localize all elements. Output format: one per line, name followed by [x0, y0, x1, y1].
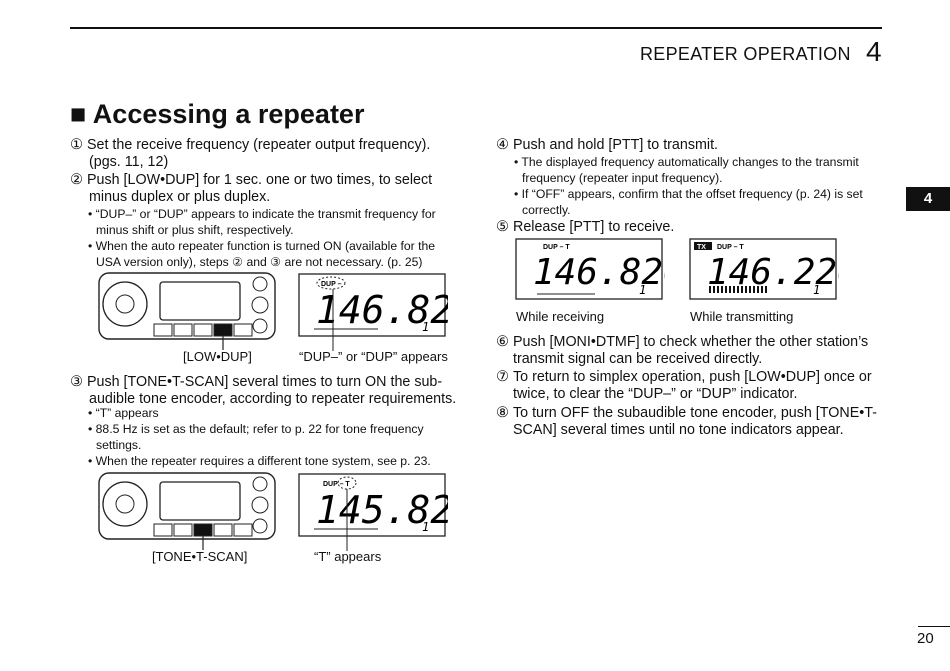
section-title: ■ Accessing a repeater [70, 99, 365, 129]
step-number: ④ [496, 137, 509, 153]
lcd-display-1: DUP – 146.820 1 [298, 273, 448, 351]
svg-text:146.820: 146.820 [533, 252, 665, 293]
step-number: ⑤ [496, 219, 509, 235]
lcd-display-2: DUP – T 145.820 1 [298, 473, 448, 551]
radio-front-panel-1 [98, 272, 276, 350]
step-4-bullets: • The displayed frequency automatically … [514, 155, 863, 217]
caption-while-transmitting: While transmitting [690, 309, 794, 324]
svg-text:DUP – T: DUP – T [543, 244, 570, 251]
signal-meter-bars [709, 286, 767, 293]
step-number: ③ [70, 374, 83, 390]
step-number: ⑥ [496, 334, 509, 350]
tone-tscan-key [193, 523, 213, 537]
step-number: ⑧ [496, 405, 509, 421]
svg-text:DUP – T: DUP – T [323, 481, 350, 488]
radio-front-panel-2 [98, 472, 276, 550]
tx-badge [694, 242, 712, 250]
caption-while-receiving: While receiving [516, 309, 605, 324]
chapter-number: 4 [866, 36, 882, 67]
svg-text:146.820: 146.820 [316, 288, 448, 332]
caption-t-appears: “T” appears [314, 549, 382, 564]
svg-text:145.820: 145.820 [316, 488, 448, 532]
page-number: 20 [917, 630, 934, 647]
svg-text:1: 1 [422, 320, 429, 334]
svg-text:1: 1 [813, 283, 820, 297]
bottom-rule [918, 626, 950, 627]
caption-tone-tscan: [TONE•T-SCAN] [152, 549, 248, 564]
svg-text:1: 1 [422, 520, 429, 534]
chapter-side-tab: 4 [906, 187, 950, 211]
top-rule [70, 27, 882, 29]
step-number: ① [70, 137, 83, 153]
low-dup-key [213, 323, 233, 337]
step-number: ② [70, 172, 83, 188]
caption-dup-appears: “DUP–” or “DUP” appears [299, 349, 448, 364]
chapter-title: REPEATER OPERATION [640, 44, 851, 64]
svg-text:1: 1 [639, 283, 646, 297]
caption-low-dup: [LOW•DUP] [183, 349, 252, 364]
svg-text:DUP –: DUP – [321, 281, 342, 288]
lcd-display-receiving: DUP – T 146.820 1 [515, 238, 665, 300]
svg-text:DUP – T: DUP – T [717, 244, 744, 251]
svg-text:TX: TX [697, 244, 706, 251]
step-3-bullets: • “T” appears • 88.5 Hz is set as the de… [88, 406, 431, 468]
step-number: ⑦ [496, 369, 509, 385]
step-2-bullets: • “DUP–” or “DUP” appears to indicate th… [88, 207, 436, 269]
lcd-display-transmitting: TX DUP – T 146.220 1 [689, 238, 839, 300]
